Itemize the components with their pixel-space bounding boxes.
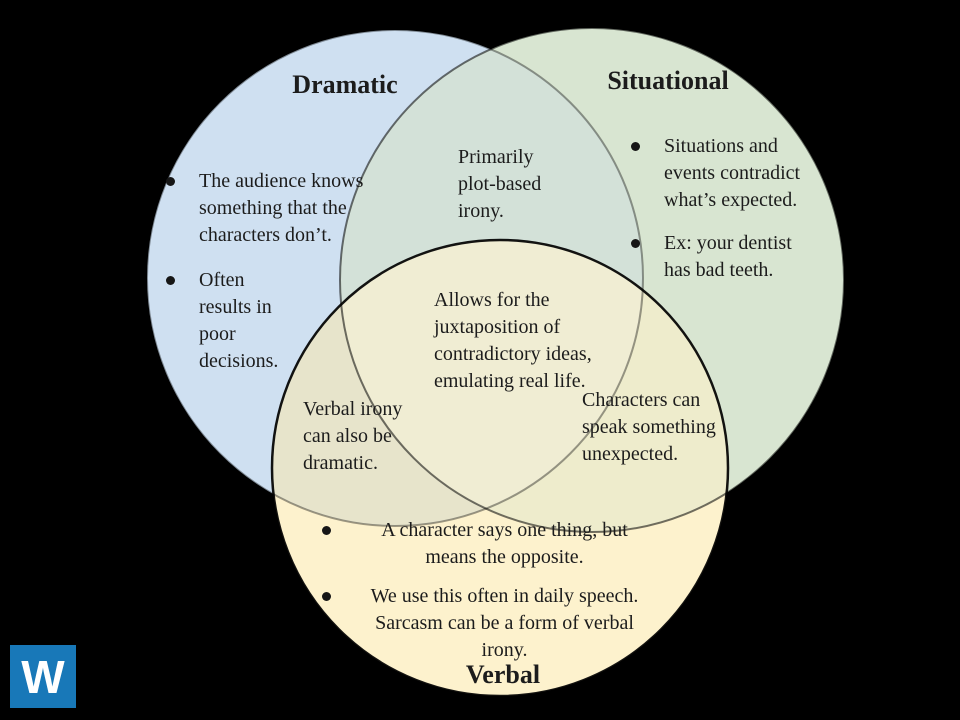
situational-title: Situational bbox=[607, 66, 729, 95]
situational-bullet-list: Situations and events contradict what’s … bbox=[631, 133, 821, 284]
situational-bullet-1: Situations and events contradict what’s … bbox=[664, 135, 801, 211]
bullet-dot bbox=[166, 177, 175, 186]
dramatic-verbal-overlap-text: Verbal irony can also be dramatic. bbox=[303, 398, 403, 474]
list-item: Often results in poor decisions. bbox=[166, 267, 378, 375]
verbal-bullet-list: A character says one thing, but means th… bbox=[322, 517, 654, 664]
dramatic-title: Dramatic bbox=[292, 70, 398, 99]
list-item: We use this often in daily speech. Sarca… bbox=[322, 583, 654, 664]
bullet-dot bbox=[166, 276, 175, 285]
w-logo-letter: W bbox=[21, 650, 65, 703]
list-item: The audience knows something that the ch… bbox=[166, 168, 378, 249]
bullet-dot bbox=[322, 526, 331, 535]
list-item: Situations and events contradict what’s … bbox=[631, 133, 821, 214]
verbal-title: Verbal bbox=[465, 660, 541, 689]
verbal-bullet-2: We use this often in daily speech. Sarca… bbox=[370, 585, 639, 661]
situational-verbal-overlap-text: Characters can speak something unexpecte… bbox=[582, 389, 716, 465]
situational-circle-outline bbox=[339, 27, 845, 533]
list-item: Ex: your dentist has bad teeth. bbox=[631, 230, 821, 284]
situational-bullet-2: Ex: your dentist has bad teeth. bbox=[664, 232, 792, 281]
dramatic-situational-overlap-text: Primarily plot-based irony. bbox=[458, 146, 542, 222]
dramatic-bullet-list: The audience knows something that the ch… bbox=[166, 168, 378, 375]
verbal-circle-outline bbox=[270, 238, 730, 698]
dramatic-bullet-1: The audience knows something that the ch… bbox=[199, 170, 364, 246]
bullet-dot bbox=[631, 142, 640, 151]
dramatic-circle-outline bbox=[146, 29, 644, 527]
verbal-bullet-1: A character says one thing, but means th… bbox=[381, 519, 628, 568]
center-overlap-text: Allows for the juxtaposition of contradi… bbox=[434, 289, 592, 392]
center-overlap-fill bbox=[340, 240, 643, 526]
list-item: A character says one thing, but means th… bbox=[322, 517, 654, 571]
w-logo: W bbox=[10, 645, 76, 708]
bullet-dot bbox=[322, 592, 331, 601]
bullet-dot bbox=[631, 239, 640, 248]
dramatic-bullet-2: Often results in poor decisions. bbox=[199, 269, 279, 372]
